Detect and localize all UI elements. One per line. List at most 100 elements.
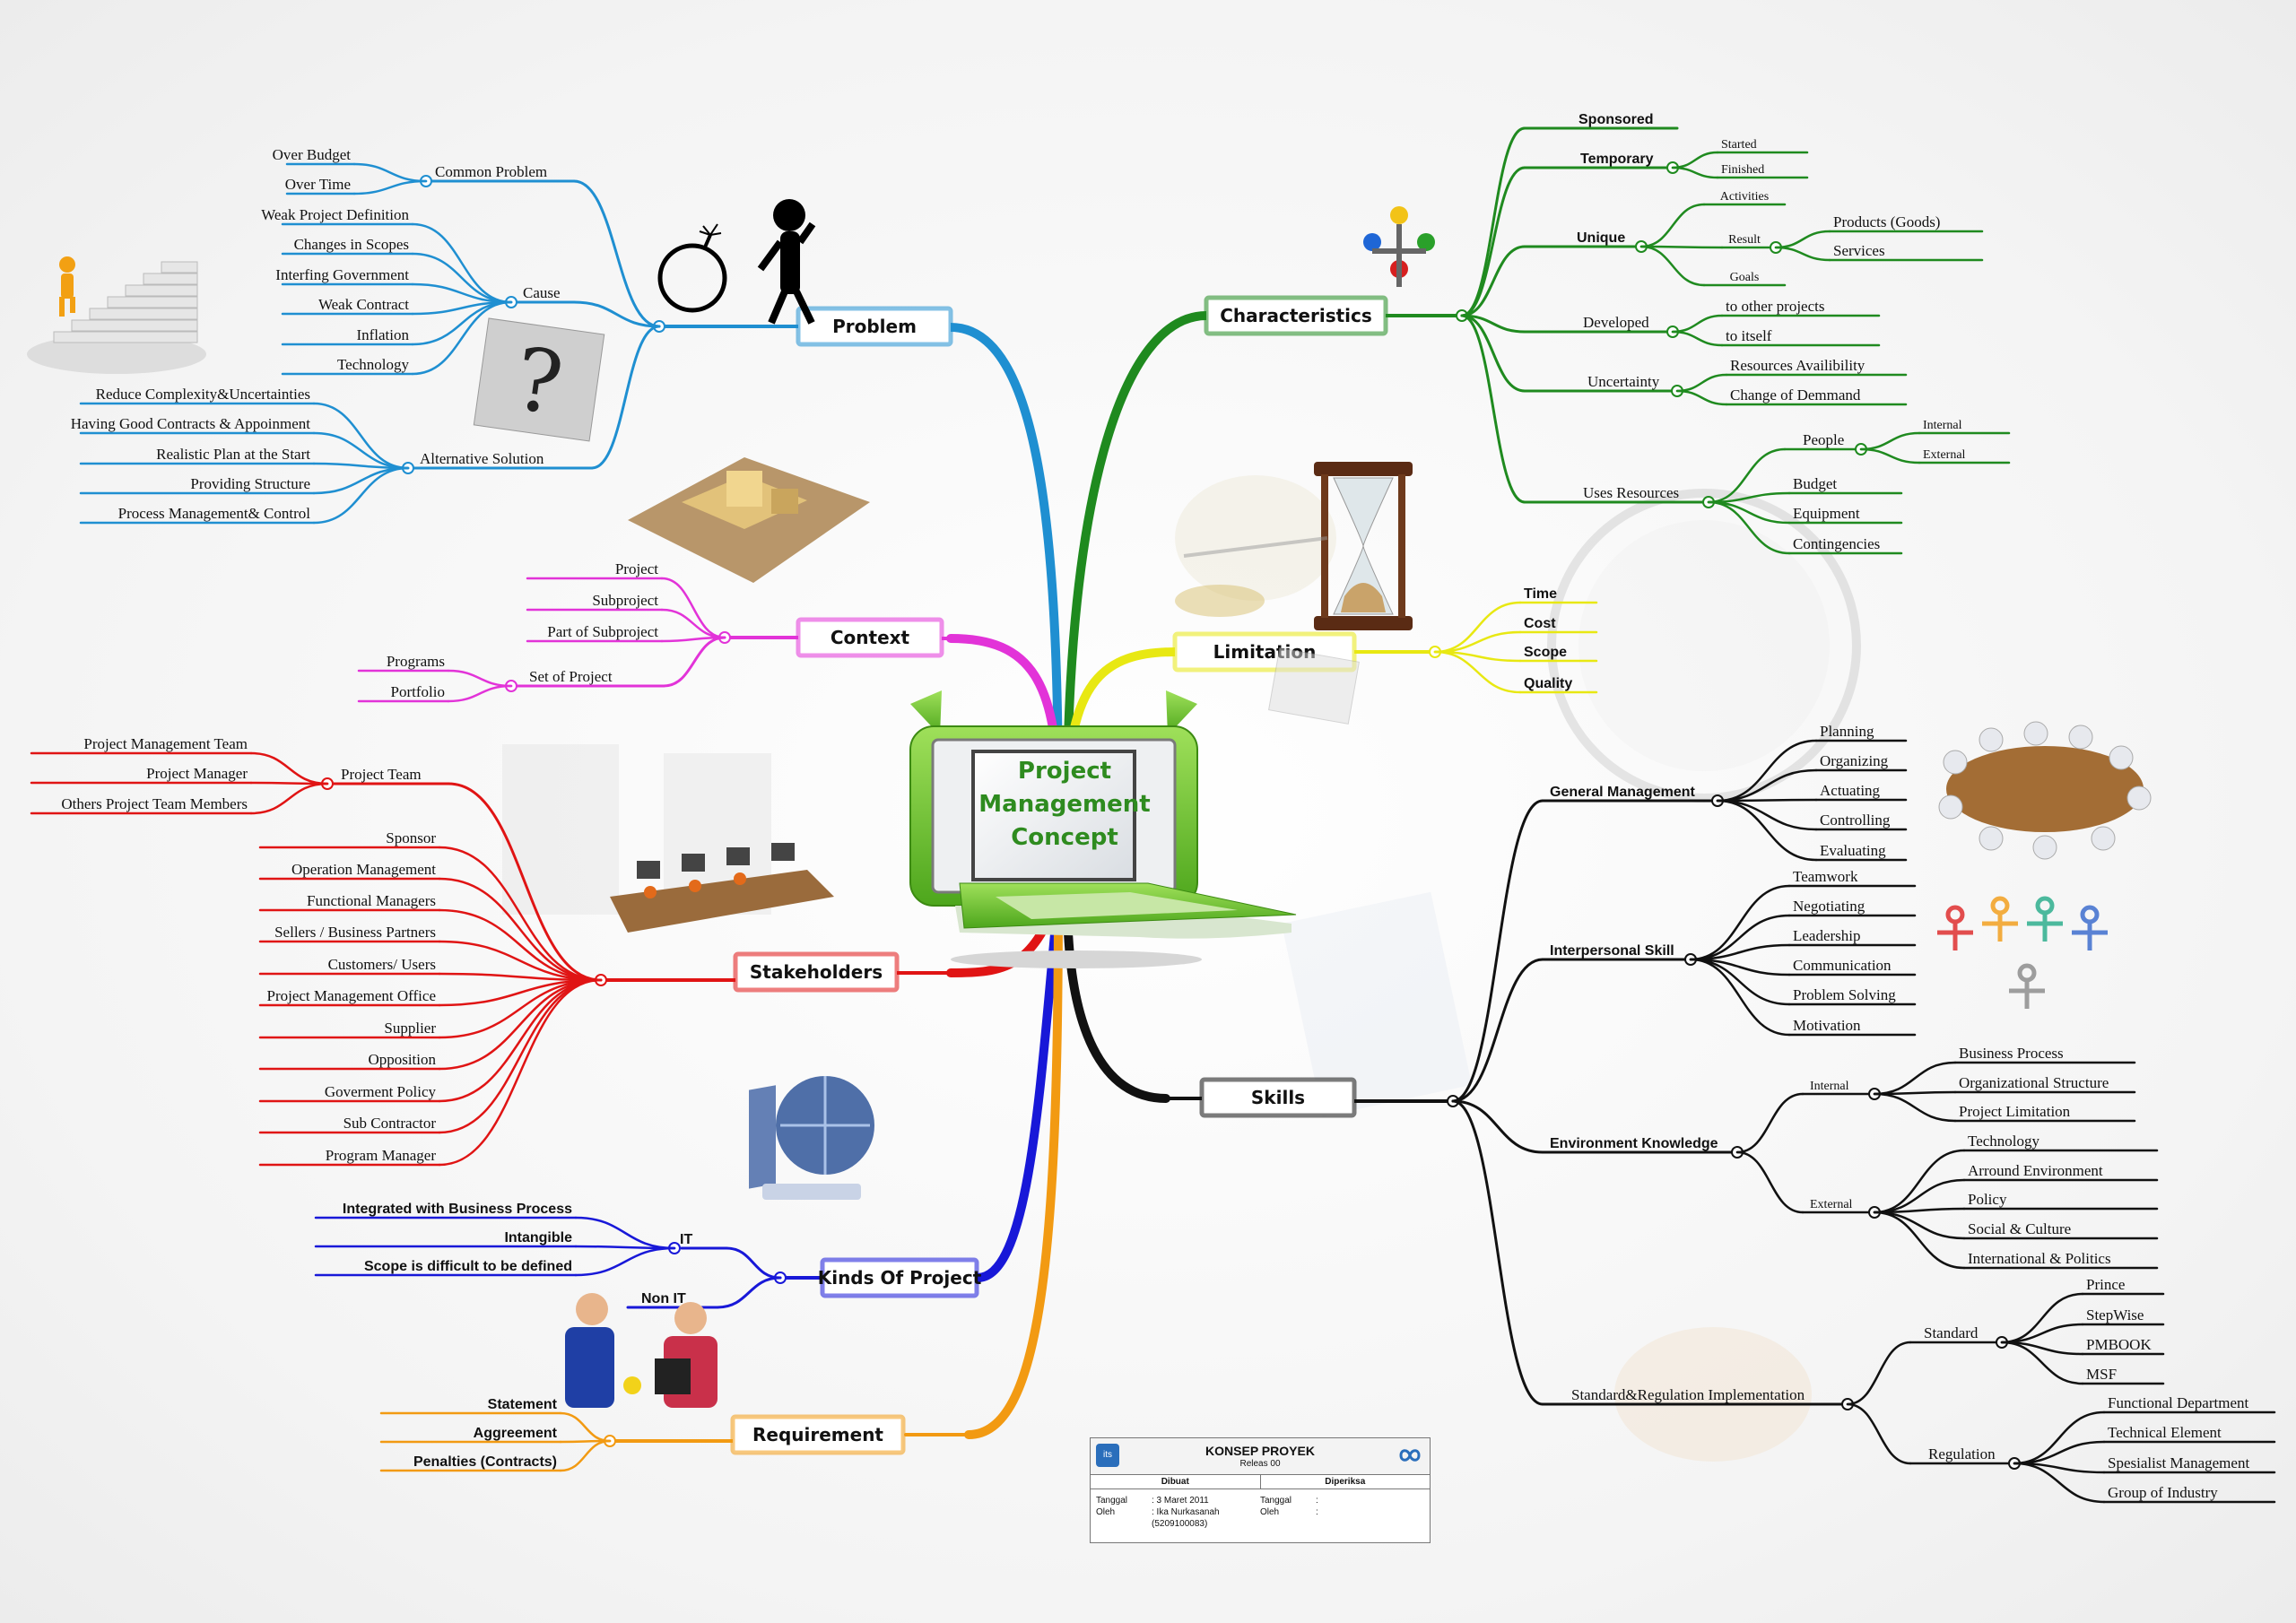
label-uses-resources: Uses Resources (1583, 484, 1679, 501)
sub-branches (30, 126, 2276, 1504)
branch-line (438, 978, 603, 1039)
label-contingencies: Contingencies (1793, 535, 1880, 552)
label-over-time: Over Time (285, 176, 351, 193)
info-release: Releas 00 (1239, 1459, 1281, 1469)
branch-line (1460, 166, 1526, 317)
branch-line (447, 684, 513, 703)
branch-line (572, 179, 661, 328)
label-sub-contractor: Sub Contractor (344, 1115, 437, 1132)
branch-line (1451, 1099, 1544, 1406)
label-weak-project-definition: Weak Project Definition (261, 206, 409, 223)
info-columns: Dibuat Diperiksa (1091, 1475, 1430, 1489)
label-external: External (1923, 448, 1966, 462)
branch-line (1460, 314, 1526, 504)
label-interpersonal-skill: Interpersonal Skill (1550, 943, 1674, 959)
branch-line (1859, 431, 1921, 451)
label-technology: Technology (1968, 1133, 2040, 1150)
checked-column: Tanggal: Oleh: (1260, 1495, 1424, 1530)
branch-line (1735, 1150, 1805, 1214)
branch-line (312, 431, 410, 470)
label-set-of-project: Set of Project (529, 668, 613, 685)
label-products-goods: Products (Goods) (1833, 213, 1940, 230)
center-line-0: Project (1018, 758, 1111, 785)
label-sponsored: Sponsored (1578, 112, 1654, 127)
label-problem-solving: Problem Solving (1793, 986, 1896, 1003)
student-id: (5209100083) (1152, 1519, 1208, 1529)
label-part-of-subproject: Part of Subproject (547, 623, 658, 640)
by-colon-2: : (1316, 1507, 1318, 1517)
label-services: Services (1833, 242, 1885, 259)
branch-line (1675, 373, 1728, 393)
problem-box-label: Problem (832, 316, 917, 337)
skills-box[interactable] (1199, 1077, 1357, 1118)
branch-line (1460, 314, 1526, 393)
label-scope: Scope (1524, 645, 1567, 660)
main-branch (964, 892, 1063, 1439)
label-portfolio: Portfolio (391, 683, 445, 700)
label-general-management: General Management (1550, 785, 1696, 800)
label-sponsor: Sponsor (386, 829, 436, 846)
branch-line (411, 252, 513, 304)
requirement-box[interactable] (730, 1414, 906, 1455)
branch-line (249, 781, 329, 785)
label-quality: Quality (1524, 676, 1572, 691)
label-spesialist-management: Spesialist Management (2108, 1454, 2249, 1471)
branch-line (438, 846, 603, 982)
center-line-1: Management (978, 791, 1150, 818)
branch-line (2013, 1410, 2106, 1465)
branch-line (438, 908, 603, 982)
branch-line (438, 978, 603, 1167)
branch-line (559, 1411, 612, 1443)
label-operation-management: Operation Management (291, 861, 436, 878)
label-subproject: Subproject (592, 592, 658, 609)
branch-line (1707, 500, 1791, 555)
branch-line (559, 1439, 612, 1472)
label-non-it: Non IT (641, 1291, 686, 1306)
stakeholders-box-label: Stakeholders (750, 961, 883, 983)
branch-line (1433, 601, 1522, 654)
label-evaluating: Evaluating (1820, 842, 1886, 859)
center-laptop (909, 690, 1297, 968)
characteristics-box[interactable] (1204, 295, 1388, 336)
label-reduce-complexity-uncertainties: Reduce Complexity&Uncertainties (96, 386, 310, 403)
branch-line (1689, 914, 1791, 961)
problem-box[interactable] (796, 306, 953, 347)
label-common-problem: Common Problem (435, 163, 547, 180)
characteristics-box-label: Characteristics (1220, 305, 1372, 326)
branch-line (1846, 1402, 1912, 1465)
label-project-management-team: Project Management Team (83, 735, 248, 752)
branch-line (438, 972, 603, 982)
kinds-box[interactable] (820, 1257, 979, 1298)
date-colon-2: : (1316, 1496, 1318, 1506)
label-technical-element: Technical Element (2108, 1424, 2222, 1441)
label-scope-is-difficult-to-be-defined: Scope is difficult to be defined (364, 1259, 572, 1274)
branch-line (1707, 447, 1787, 504)
branch-line (1671, 314, 1724, 334)
building-model-icon (628, 457, 870, 583)
requirement-box-label: Requirement (752, 1424, 883, 1445)
branch-line (2000, 1341, 2084, 1385)
branch-line (716, 1276, 782, 1309)
main-branch (946, 323, 1063, 812)
branch-line (1716, 799, 1818, 831)
branch-line (438, 877, 603, 982)
label-project-management-office: Project Management Office (266, 987, 436, 1004)
label-project-manager: Project Manager (146, 765, 248, 782)
branch-line (411, 222, 513, 304)
label-msf: MSF (2086, 1366, 2117, 1383)
main-branch (973, 892, 1063, 1282)
label-providing-structure: Providing Structure (190, 475, 310, 492)
label-it: IT (680, 1232, 692, 1247)
label-internal: Internal (1923, 419, 1962, 432)
context-box[interactable] (796, 617, 944, 658)
skills-box-label: Skills (1251, 1087, 1305, 1108)
date-label-2: Tanggal (1260, 1496, 1292, 1506)
info-body: Tanggal: 3 Maret 2011 Oleh: Ika Nurkasan… (1091, 1489, 1430, 1535)
label-to-other-projects: to other projects (1726, 298, 1824, 315)
label-statement: Statement (488, 1397, 558, 1412)
label-standard: Standard (1924, 1324, 1979, 1341)
stakeholders-box[interactable] (733, 951, 900, 993)
background-decor (502, 475, 1861, 1462)
label-organizing: Organizing (1820, 752, 1889, 769)
